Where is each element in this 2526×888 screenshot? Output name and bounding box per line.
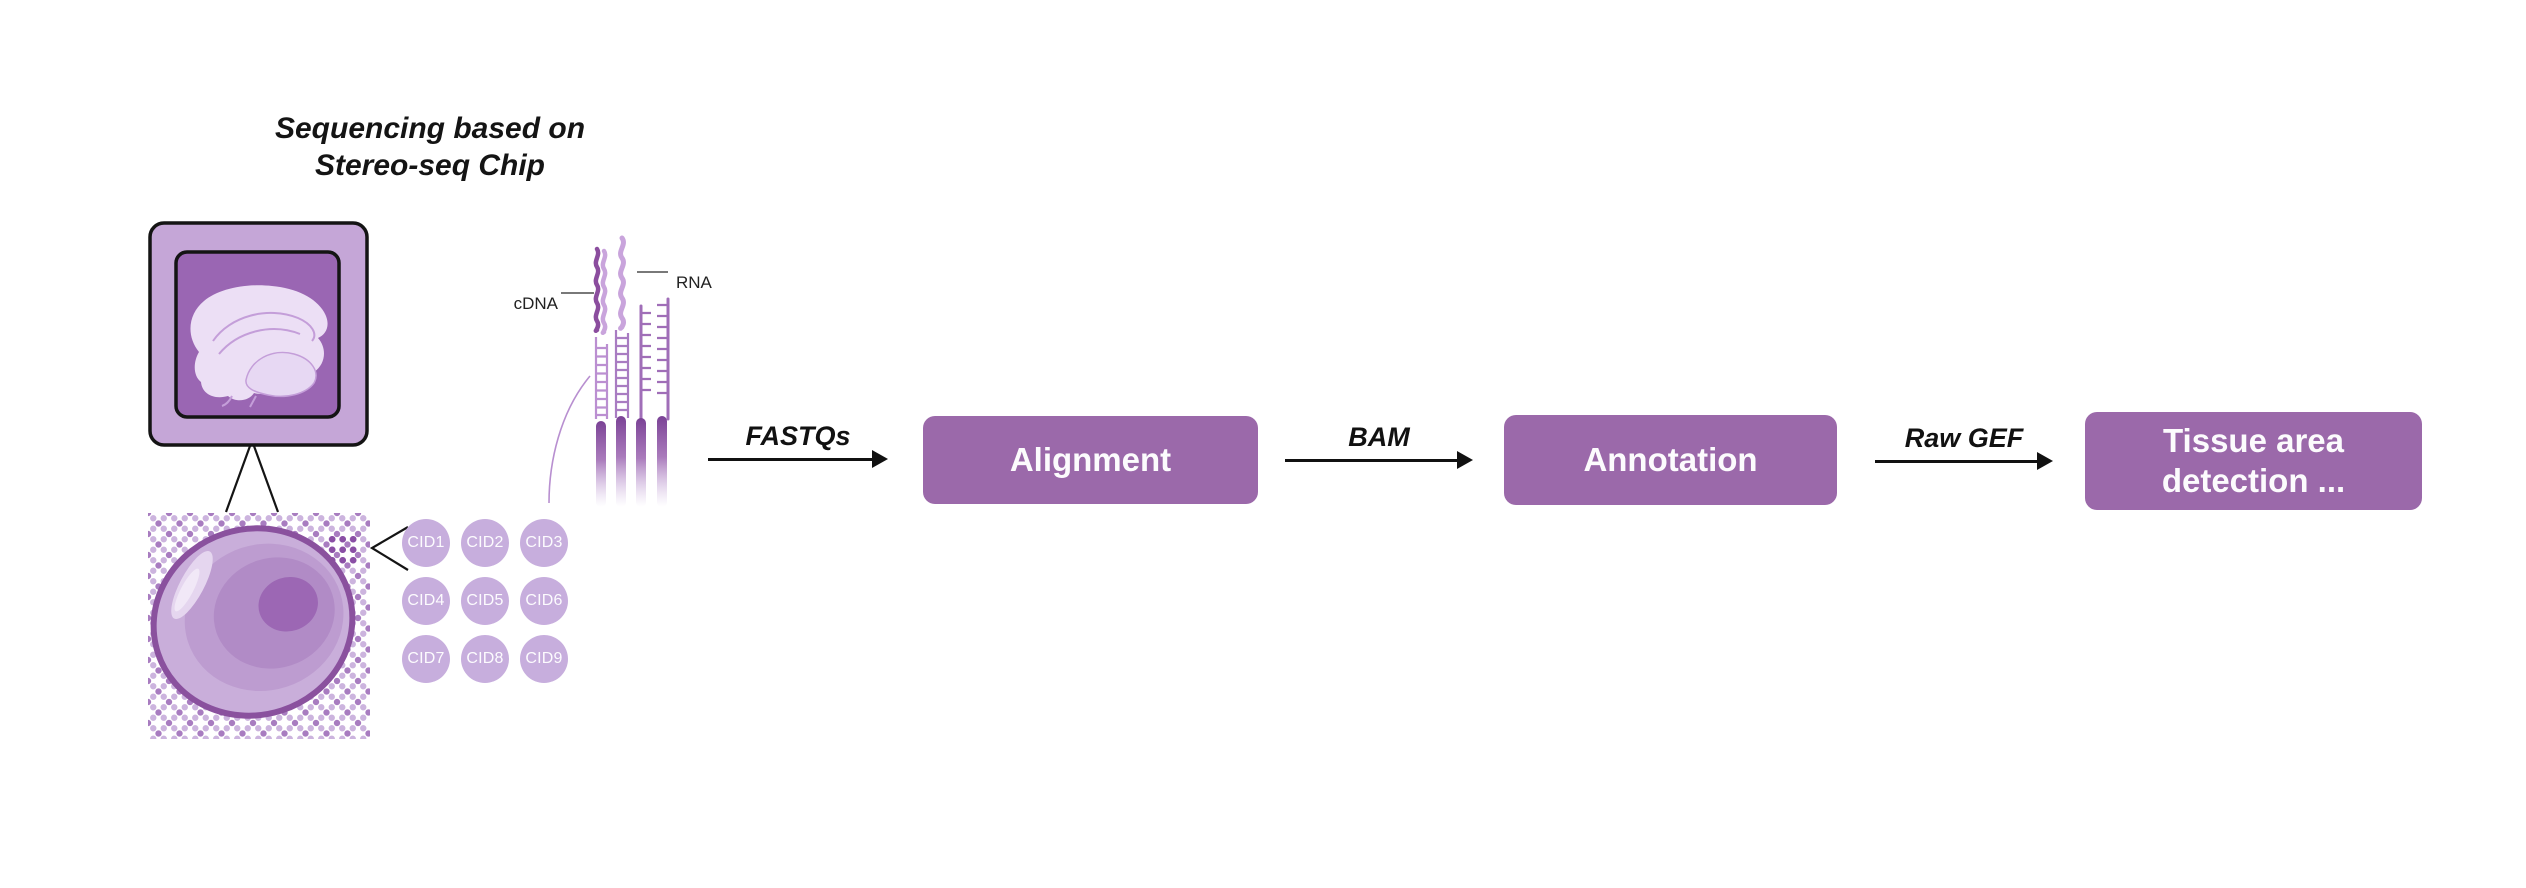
cid-circle-2: CID2: [461, 519, 509, 567]
cid-barcode-grid: CID1 CID2 CID3 CID4 CID5 CID6 CID7 CID8 …: [402, 519, 568, 683]
cid-circle-6: CID6: [520, 577, 568, 625]
rna-label: RNA: [676, 273, 712, 292]
strand-ladder-1: [594, 337, 609, 419]
cid-circle-8: CID8: [461, 635, 509, 683]
arrow-shaft: [1875, 459, 2039, 463]
cid-circle-9: CID9: [520, 635, 568, 683]
cid-circle-4: CID4: [402, 577, 450, 625]
barcode-pointer-curve: [548, 375, 591, 504]
flow-box-tissue-area-detection-label: Tissue area detection ...: [2161, 422, 2346, 499]
flow-box-annotation-label: Annotation: [1583, 441, 1758, 479]
arrow-label-raw-gef: Raw GEF: [1904, 423, 2024, 453]
diagram-title: Sequencing based on Stereo-seq Chip: [235, 110, 625, 184]
arrowhead-icon: [872, 450, 888, 468]
cid-circle-7: CID7: [402, 635, 450, 683]
rna-squiggle: [618, 235, 626, 331]
capture-bars: [596, 416, 667, 507]
flow-arrow-fastqs: FASTQs: [708, 421, 888, 468]
flow-arrow-raw-gef: Raw GEF: [1875, 423, 2053, 470]
chip-inner-area: [174, 250, 341, 419]
arrow-label-fastqs: FASTQs: [745, 421, 851, 451]
strand-ladder-2: [614, 330, 630, 418]
cid-circle-1: CID1: [402, 519, 450, 567]
flow-box-alignment-label: Alignment: [1009, 441, 1172, 479]
flow-box-annotation: Annotation: [1504, 415, 1837, 505]
cdna-label: cDNA: [513, 294, 558, 313]
arrow-label-bam: BAM: [1348, 422, 1410, 452]
arrowhead-icon: [2037, 452, 2053, 470]
cid-circle-5: CID5: [461, 577, 509, 625]
flow-box-tissue-area-detection: Tissue area detection ...: [2085, 412, 2422, 510]
highlighted-spots: [326, 534, 359, 566]
cdna-squiggle-light: [600, 248, 608, 335]
strand-comb-3: [639, 304, 651, 421]
diagram-title-line2: Stereo-seq Chip: [314, 149, 546, 182]
flow-arrow-bam: BAM: [1285, 422, 1473, 469]
cdna-rna-strands-icon: [548, 235, 670, 507]
stereo-seq-chip-icon: [148, 221, 369, 447]
cdna-squiggle-dark: [593, 246, 601, 333]
cid-circle-3: CID3: [520, 519, 568, 567]
chip-outer-frame: [148, 221, 369, 447]
diagram-title-line1: Sequencing based on: [274, 112, 586, 145]
flow-box-alignment: Alignment: [923, 416, 1258, 504]
arrow-shaft: [708, 457, 874, 461]
magnify-connector-lines: [224, 445, 280, 513]
arrowhead-icon: [1457, 451, 1473, 469]
strand-comb-4: [657, 297, 670, 421]
arrow-shaft: [1285, 458, 1459, 462]
brain-section-icon: [190, 285, 328, 408]
